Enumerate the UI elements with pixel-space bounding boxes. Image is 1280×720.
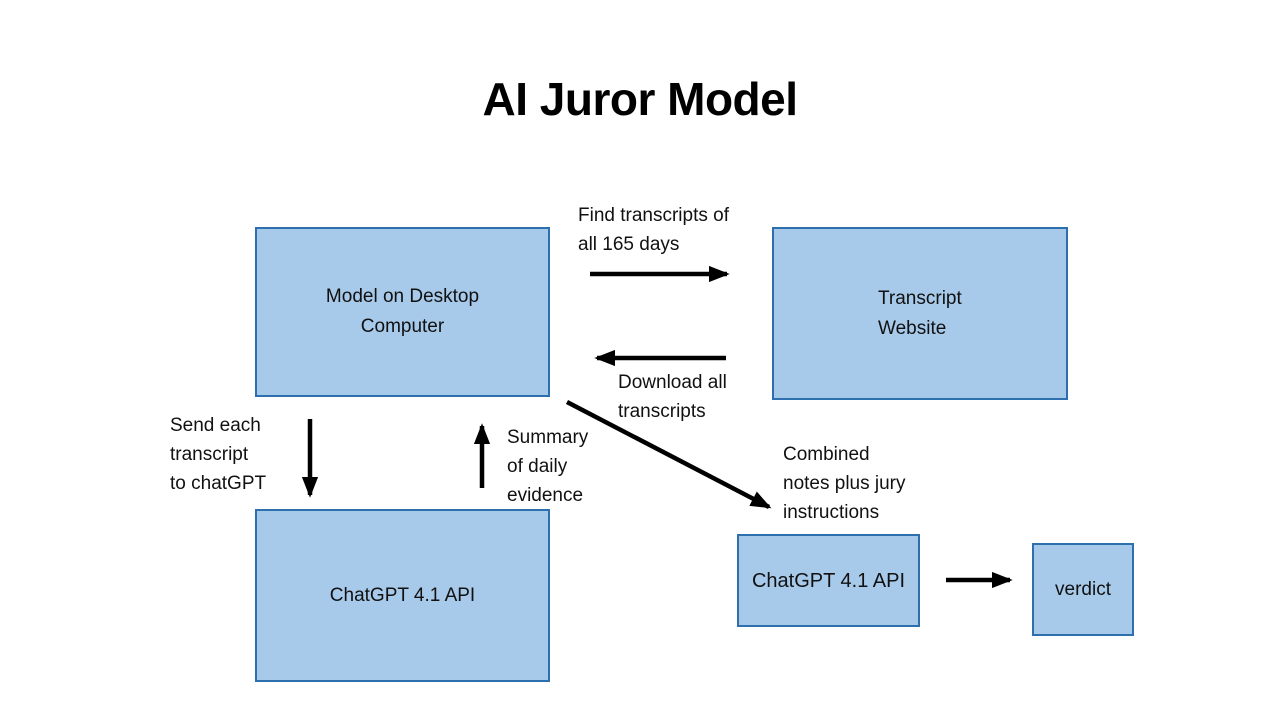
label-download-transcripts: Download all transcripts (618, 372, 727, 422)
box-chatgpt-api-daily: ChatGPT 4.1 API (255, 509, 550, 682)
box-chatgpt-final-label: ChatGPT 4.1 API (751, 569, 906, 592)
label-daily-summary: Summary of daily evidence (507, 427, 589, 506)
box-verdict-label: verdict (1055, 578, 1111, 600)
box-model-label: Model on Desktop Computer (325, 286, 480, 337)
label-find-transcripts: Find transcripts of all 165 days (578, 205, 729, 255)
page-title: AI Juror Model (482, 73, 798, 125)
box-transcript-website: Transcript Website (772, 227, 1068, 400)
label-send-transcript: Send each transcript to chatGPT (170, 415, 267, 494)
box-chatgpt-daily-label: ChatGPT 4.1 API (329, 584, 476, 606)
box-model-on-desktop-computer: Model on Desktop Computer (255, 227, 550, 397)
label-combined-notes: Combined notes plus jury instructions (783, 444, 906, 523)
box-verdict: verdict (1032, 543, 1134, 636)
box-website-label: Transcript Website (878, 287, 962, 339)
box-chatgpt-api-final: ChatGPT 4.1 API (737, 534, 920, 627)
